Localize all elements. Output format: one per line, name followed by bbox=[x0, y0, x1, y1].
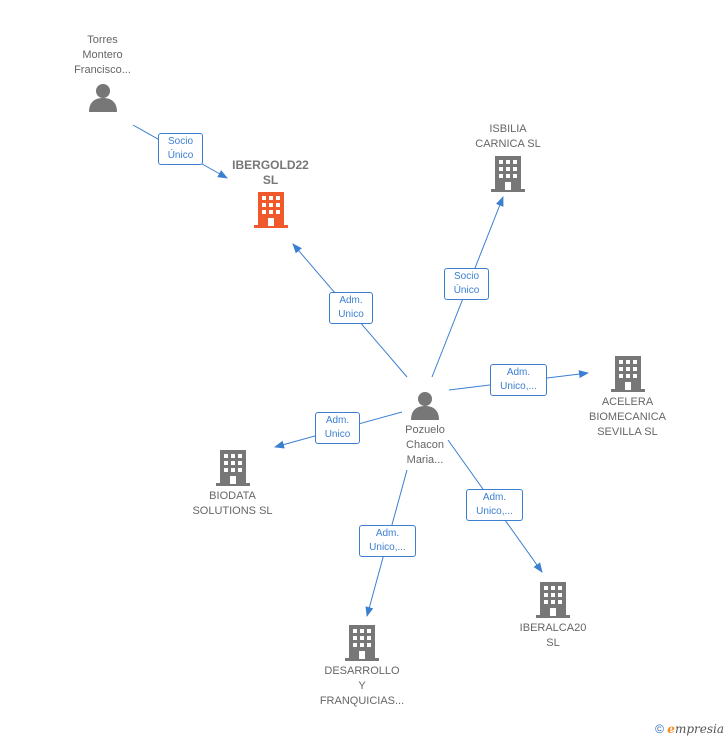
edge-label-torres-ibergold[interactable]: Socio Único bbox=[158, 133, 203, 165]
node-isbilia-carnica[interactable]: ISBILIA CARNICA SL bbox=[458, 122, 558, 192]
node-label: DESARROLLO Y FRANQUICIAS... bbox=[319, 665, 405, 707]
node-label: ISBILIA CARNICA SL bbox=[475, 123, 541, 150]
node-iberalca20[interactable]: IBERALCA20 SL bbox=[503, 582, 603, 651]
edge-label-pozuelo-ibergold[interactable]: Adm. Unico bbox=[329, 292, 373, 324]
node-label: BIODATA SOLUTIONS SL bbox=[192, 490, 273, 517]
person-icon bbox=[385, 390, 465, 420]
brand-logo: empresia bbox=[667, 722, 724, 736]
node-torres-montero[interactable]: Torres Montero Francisco... bbox=[55, 33, 150, 112]
node-label: ACELERA BIOMECANICA SEVILLA SL bbox=[588, 396, 666, 438]
building-icon bbox=[307, 625, 417, 661]
person-icon bbox=[55, 82, 150, 112]
node-label: IBERGOLD22 SL bbox=[232, 158, 309, 187]
node-ibergold22[interactable]: IBERGOLD22 SL bbox=[218, 158, 323, 228]
node-biodata-solutions[interactable]: BIODATA SOLUTIONS SL bbox=[180, 450, 285, 519]
node-pozuelo-chacon[interactable]: Pozuelo Chacon Maria... bbox=[385, 390, 465, 468]
edge-label-pozuelo-desarrollo[interactable]: Adm. Unico,... bbox=[359, 525, 416, 557]
edge-label-pozuelo-isbilia[interactable]: Socio Único bbox=[444, 268, 489, 300]
footer-brand: © empresia bbox=[655, 722, 724, 736]
building-icon bbox=[180, 450, 285, 486]
edge-label-pozuelo-biodata[interactable]: Adm. Unico bbox=[315, 412, 360, 444]
node-label: Torres Montero Francisco... bbox=[74, 34, 131, 76]
edge-label-pozuelo-acelera[interactable]: Adm. Unico,... bbox=[490, 364, 547, 396]
node-acelera-biomecanica[interactable]: ACELERA BIOMECANICA SEVILLA SL bbox=[575, 356, 680, 440]
building-icon bbox=[575, 356, 680, 392]
building-icon bbox=[458, 156, 558, 192]
node-label: IBERALCA20 SL bbox=[519, 622, 587, 649]
node-label: Pozuelo Chacon Maria... bbox=[405, 424, 445, 466]
edge-label-pozuelo-iberalca[interactable]: Adm. Unico,... bbox=[466, 489, 523, 521]
building-icon bbox=[503, 582, 603, 618]
node-desarrollo-franquicias[interactable]: DESARROLLO Y FRANQUICIAS... bbox=[307, 625, 417, 709]
building-icon bbox=[218, 192, 323, 228]
copyright-icon: © bbox=[655, 722, 664, 736]
